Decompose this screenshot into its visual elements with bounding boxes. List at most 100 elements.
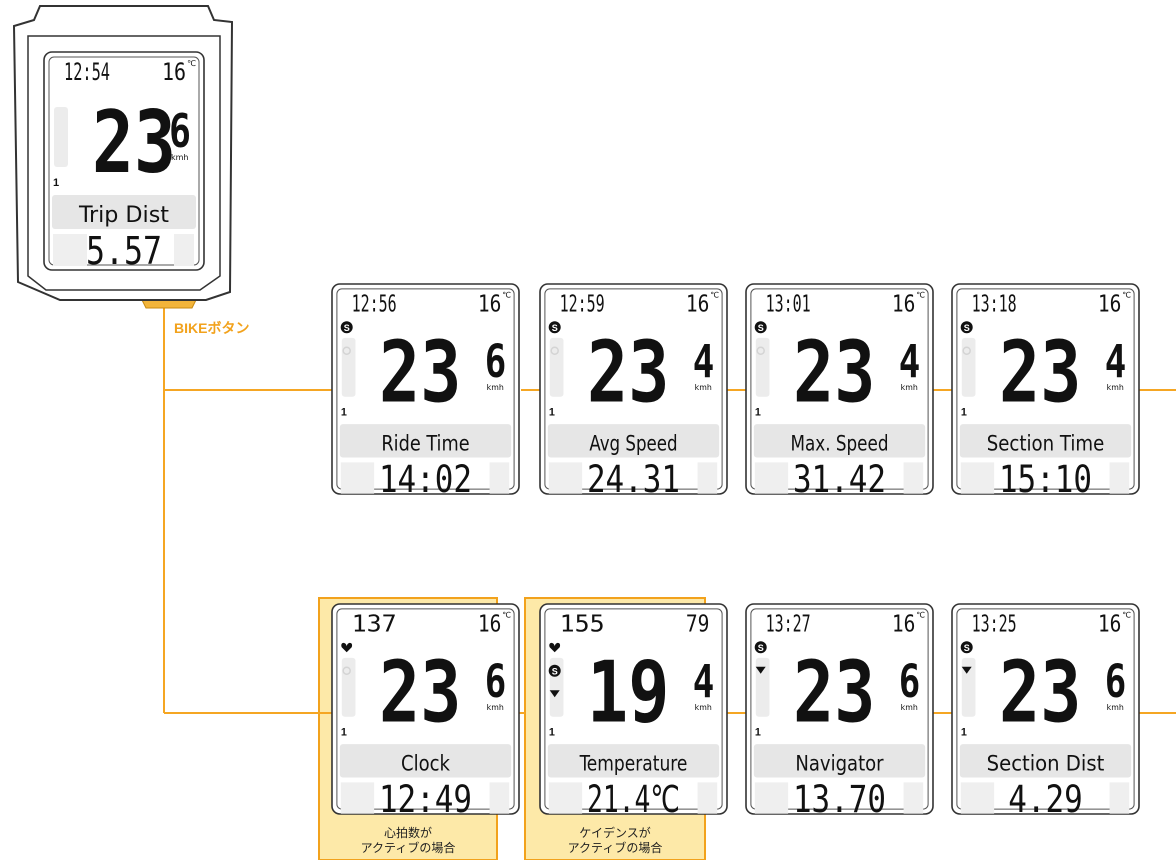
ghost-segment-bar: [547, 424, 720, 458]
speed-main: 19: [587, 644, 669, 742]
side-indicator-1: 1: [53, 177, 59, 189]
top-time: 137: [352, 609, 397, 637]
down-arrow-icon: [549, 690, 560, 698]
sun-icon: [550, 346, 559, 355]
ghost-segment-bottom-right: [1109, 462, 1130, 494]
ghost-segment-bottom-right: [697, 462, 718, 494]
speed-decimal: 6: [485, 655, 507, 708]
temp-unit: ℃: [1122, 291, 1131, 300]
top-temp: 16: [478, 289, 502, 317]
ghost-segment-bottom-left: [754, 462, 789, 494]
speed-unit: kmh: [695, 383, 712, 392]
speed-main: 23: [793, 324, 875, 422]
note-heartrate-line-1: 心拍数が: [383, 826, 432, 840]
top-temp: 79: [686, 609, 710, 637]
sun-icon: [756, 346, 765, 355]
side-indicator-1: 1: [961, 726, 967, 738]
s-icon-letter: S: [344, 323, 350, 333]
heart-icon: [549, 642, 561, 653]
mode-value: 12:49: [379, 777, 472, 821]
s-icon: [754, 321, 767, 334]
temp-unit: ℃: [916, 611, 925, 620]
s-icon: [754, 641, 767, 654]
mode-value: 24.31: [587, 457, 680, 501]
sun-icon: [342, 346, 351, 355]
mode-label: Navigator: [795, 752, 883, 777]
note-heartrate: 心拍数が アクティブの場合: [317, 826, 499, 856]
ghost-segment-bottom-right: [1109, 782, 1130, 814]
side-indicator-1: 1: [549, 406, 555, 418]
temp-unit: ℃: [710, 291, 719, 300]
top-time: 12:59: [560, 289, 605, 317]
ghost-segment-bottom-right: [903, 462, 924, 494]
s-icon-letter: S: [964, 643, 970, 653]
ghost-segment-bottom-right: [174, 234, 194, 266]
top-temp: 16: [892, 289, 916, 317]
sun-icon: [342, 666, 351, 675]
speed-main: 23: [999, 644, 1081, 742]
temp-unit: ℃: [916, 291, 925, 300]
mode-value: 4.29: [1008, 777, 1082, 821]
mode-value: 31.42: [793, 457, 886, 501]
temp-unit: ℃: [502, 611, 511, 620]
ghost-segment-left: [961, 337, 976, 397]
ghost-segment-bar: [959, 744, 1132, 778]
speed-unit: kmh: [487, 703, 504, 712]
ghost-segment-left: [341, 657, 356, 717]
note-heartrate-line-2: アクティブの場合: [360, 841, 456, 855]
speed-decimal: 6: [485, 335, 507, 388]
ghost-segment-bottom-left: [960, 462, 995, 494]
temp-unit: ℃: [502, 291, 511, 300]
s-icon-letter: S: [964, 323, 970, 333]
speed-unit: kmh: [1107, 383, 1124, 392]
speed-unit: kmh: [901, 383, 918, 392]
ghost-segment-bar: [339, 744, 512, 778]
side-indicator-1: 1: [755, 406, 761, 418]
top-temp: 16: [478, 609, 502, 637]
s-icon: [548, 321, 561, 334]
ghost-segment-bottom-right: [903, 782, 924, 814]
note-cadence-line-2: アクティブの場合: [567, 841, 663, 855]
ghost-segment-left: [755, 337, 770, 397]
mode-label: Trip Dist: [78, 203, 169, 228]
top-temp: 16: [162, 58, 186, 86]
speed-unit: kmh: [1107, 703, 1124, 712]
side-indicator-1: 1: [961, 406, 967, 418]
note-cadence: ケイデンスが アクティブの場合: [524, 826, 706, 856]
ghost-segment-left: [549, 337, 564, 397]
ghost-segment-bottom-left: [340, 462, 375, 494]
mode-value: 14:02: [379, 457, 472, 501]
connector-lines: [163, 305, 1176, 714]
mode-value: 15:10: [999, 457, 1092, 501]
top-time: 13:01: [766, 289, 811, 317]
speed-unit: kmh: [487, 383, 504, 392]
mode-label: Ride Time: [381, 432, 469, 457]
top-temp: 16: [686, 289, 710, 317]
down-arrow-icon: [961, 666, 972, 674]
s-icon: [960, 321, 973, 334]
mode-label: Section Dist: [987, 752, 1105, 777]
ghost-segment-bar: [753, 424, 926, 458]
mode-label: Max. Speed: [791, 432, 889, 457]
ghost-segment-left: [755, 657, 770, 717]
ghost-segment-left: [341, 337, 356, 397]
s-icon-letter: S: [552, 667, 558, 677]
speed-main: 23: [92, 93, 176, 193]
note-cadence-line-1: ケイデンスが: [579, 826, 651, 840]
speed-decimal: 4: [693, 655, 715, 708]
bike-button-label: BIKEボタン: [174, 320, 250, 336]
ghost-segment-bar: [339, 424, 512, 458]
speed-decimal: 4: [693, 335, 715, 388]
speed-unit: kmh: [695, 703, 712, 712]
ghost-segment-left: [54, 107, 68, 167]
ghost-segment-bottom-left: [548, 462, 583, 494]
top-temp: 16: [1098, 609, 1122, 637]
mode-value: 13.70: [793, 777, 886, 821]
side-indicator-1: 1: [341, 406, 347, 418]
top-time: 13:18: [972, 289, 1017, 317]
